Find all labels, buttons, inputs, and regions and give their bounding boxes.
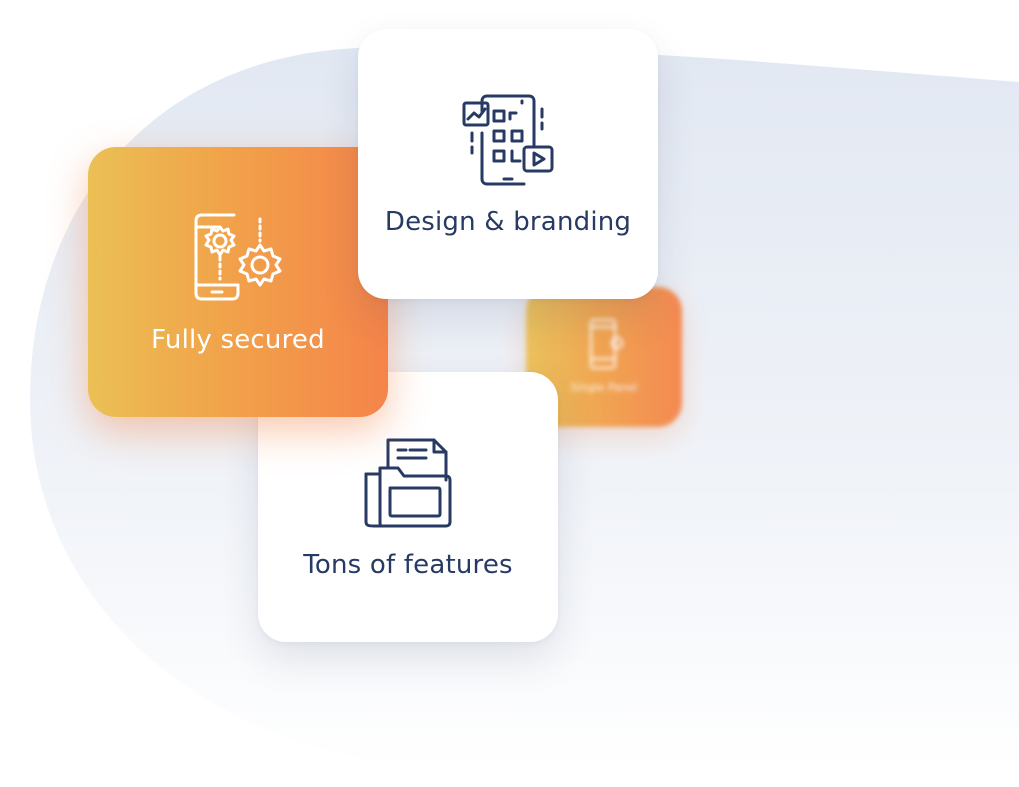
design-branding-card[interactable]: Design & branding (358, 29, 658, 299)
app-design-icon (462, 94, 554, 186)
fully-secured-card[interactable]: Fully secured (88, 147, 388, 417)
tons-of-features-card[interactable]: Tons of features (258, 372, 558, 642)
fully-secured-label: Fully secured (151, 325, 325, 355)
tons-of-features-label: Tons of features (303, 550, 513, 580)
folder-documents-icon (364, 438, 452, 528)
design-branding-label: Design & branding (384, 207, 632, 237)
mobile-icon (590, 319, 623, 369)
single-panel-label: Single Panel (570, 381, 638, 394)
mobile-settings-icon (194, 213, 282, 301)
